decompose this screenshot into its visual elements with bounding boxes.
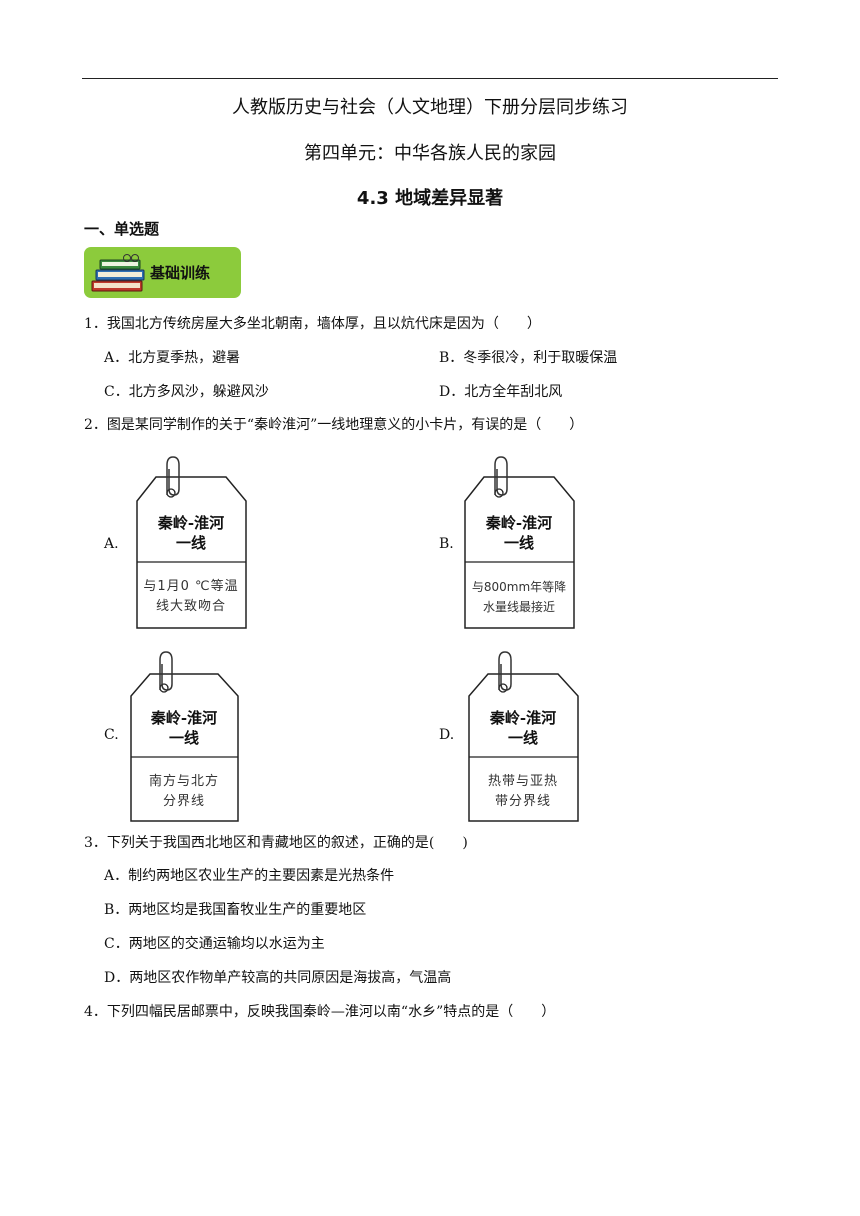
card-c-title-1: 秦岭-淮河 [150, 709, 218, 727]
card-c-letter[interactable]: C. [104, 727, 119, 743]
card-d-text-2: 带分界线 [494, 794, 551, 809]
question-3-option-c[interactable]: C．两地区的交通运输均以水运为主 [104, 936, 325, 952]
card-c-text-1: 南方与北方 [148, 774, 219, 789]
question-4-stem: 4．下列四幅民居邮票中，反映我国秦岭—淮河以南“水乡”特点的是（ ） [84, 1004, 556, 1020]
question-2-stem: 2．图是某同学制作的关于“秦岭淮河”一线地理意义的小卡片，有误的是（ ） [84, 417, 584, 433]
tag-outline [130, 651, 239, 822]
paperclip-icon [494, 456, 508, 496]
card-b-text-1: 与800mm年等降 [471, 580, 567, 594]
question-1-option-b[interactable]: B．冬季很冷，利于取暖保温 [439, 350, 618, 366]
paperclip-icon [166, 456, 180, 496]
question-1-option-a[interactable]: A．北方夏季热，避暑 [104, 350, 241, 366]
card-b[interactable]: 秦岭-淮河 一线 与800mm年等降 水量线最接近 [462, 455, 576, 631]
card-c-title-2: 一线 [168, 729, 199, 747]
card-a-text-1: 与1月0 ℃等温 [143, 579, 239, 594]
question-1-stem: 1．我国北方传统房屋大多坐北朝南，墙体厚，且以炕代床是因为（ ） [84, 316, 541, 332]
paperclip-icon [498, 651, 512, 691]
unit-title: 第四单元：中华各族人民的家园 [304, 143, 556, 164]
tag-outline [136, 456, 247, 629]
document-title: 人教版历史与社会（人文地理）下册分层同步练习 [232, 97, 628, 118]
card-d[interactable]: 秦岭-淮河 一线 热带与亚热 带分界线 [466, 650, 580, 824]
tag-outline [468, 651, 579, 822]
card-b-letter[interactable]: B. [439, 536, 454, 552]
card-d-letter[interactable]: D. [439, 727, 455, 743]
card-a-letter[interactable]: A. [104, 536, 119, 552]
question-3-stem: 3．下列关于我国西北地区和青藏地区的叙述，正确的是( ) [84, 835, 468, 851]
card-b-title-1: 秦岭-淮河 [485, 514, 553, 532]
card-c-text-2: 分界线 [162, 794, 205, 809]
card-d-title-2: 一线 [507, 729, 538, 747]
card-d-text-1: 热带与亚热 [487, 774, 558, 789]
card-a[interactable]: 秦岭-淮河 一线 与1月0 ℃等温 线大致吻合 [134, 455, 248, 631]
card-b-title-2: 一线 [503, 534, 534, 552]
header-rule [82, 78, 778, 79]
card-c[interactable]: 秦岭-淮河 一线 南方与北方 分界线 [128, 650, 240, 824]
card-b-text-2: 水量线最接近 [482, 600, 555, 614]
card-d-title-1: 秦岭-淮河 [489, 709, 557, 727]
question-3-option-a[interactable]: A．制约两地区农业生产的主要因素是光热条件 [104, 868, 395, 884]
question-1-option-d[interactable]: D．北方全年刮北风 [439, 384, 563, 400]
paperclip-icon [159, 651, 173, 691]
basic-training-badge: 基础训练 [84, 247, 241, 298]
question-3-option-b[interactable]: B．两地区均是我国畜牧业生产的重要地区 [104, 902, 367, 918]
badge-label: 基础训练 [150, 264, 211, 282]
question-1-option-c[interactable]: C．北方多风沙，躲避风沙 [104, 384, 269, 400]
card-a-title-2: 一线 [175, 534, 206, 552]
tag-outline [464, 456, 575, 629]
card-a-text-2: 线大致吻合 [155, 599, 226, 614]
section-heading: 一、单选题 [84, 220, 160, 238]
lesson-title: 4.3 地域差异显著 [356, 188, 504, 209]
card-a-title-1: 秦岭-淮河 [157, 514, 225, 532]
question-3-option-d[interactable]: D．两地区农作物单产较高的共同原因是海拔高，气温高 [104, 970, 452, 986]
books-icon [91, 254, 145, 292]
